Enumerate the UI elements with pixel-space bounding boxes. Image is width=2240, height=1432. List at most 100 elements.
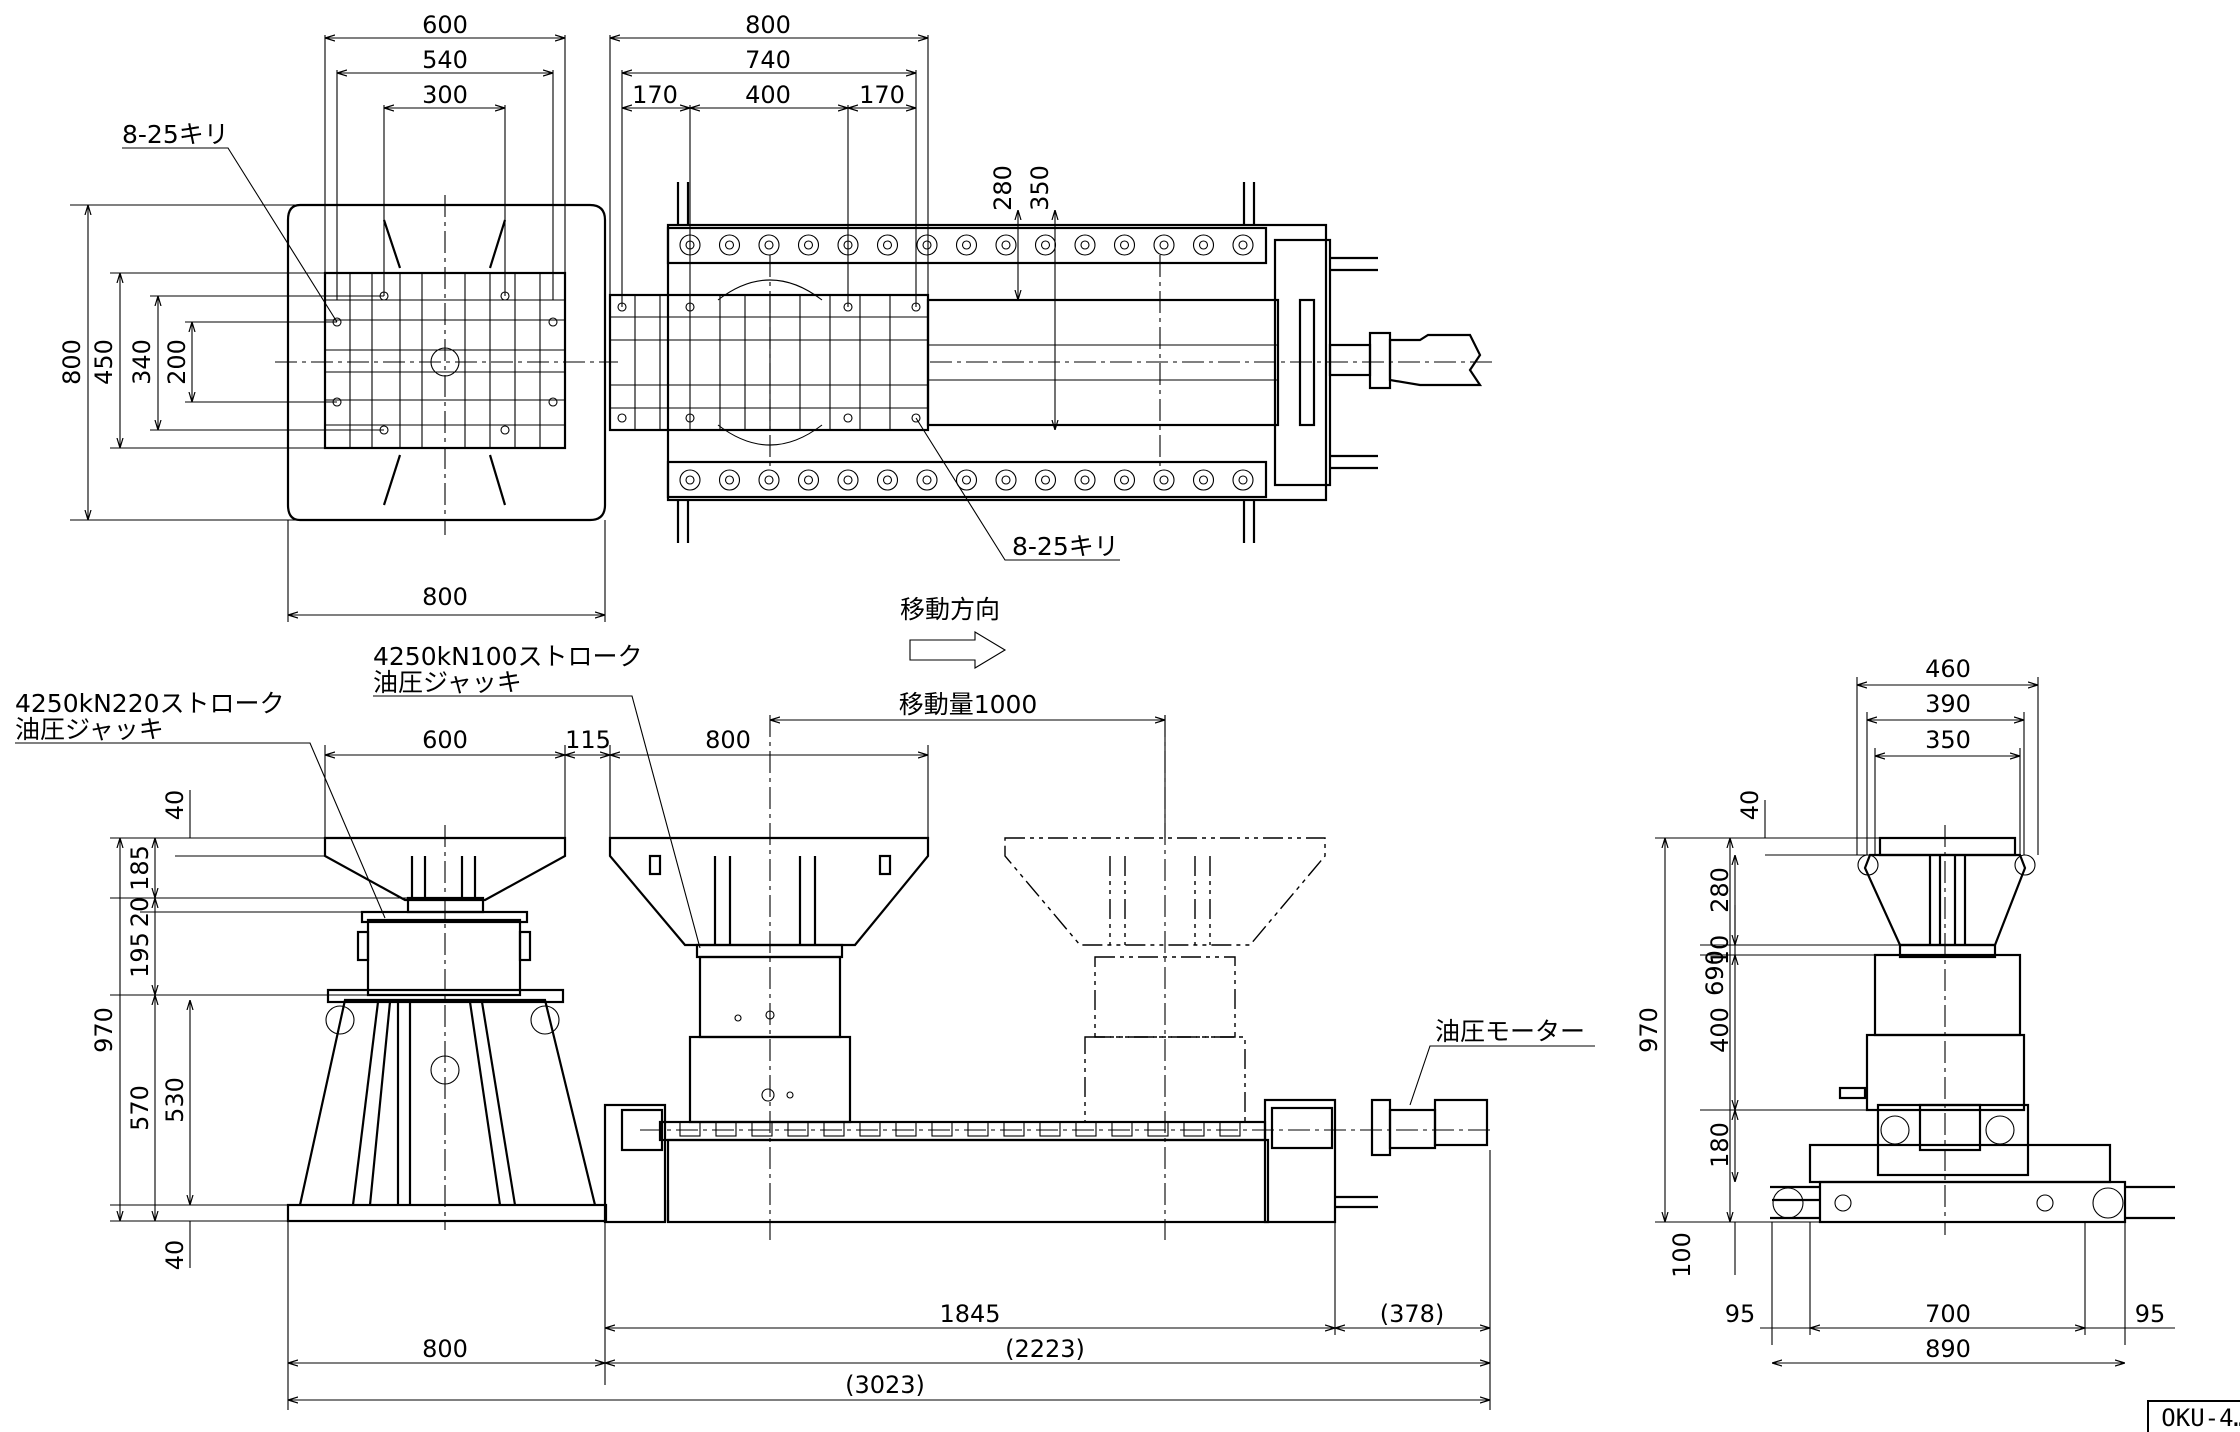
rail-bolt (1074, 469, 1096, 491)
rail-bolt (797, 234, 820, 256)
plan-dimensions: 600 540 300 800 740 170 400 170 280 350 … (58, 11, 1120, 669)
dim-1845: 1845 (939, 1300, 1000, 1328)
carriage-block (715, 1121, 737, 1137)
dim-570: 570 (126, 1085, 154, 1131)
rail-bolt (995, 234, 1017, 256)
dim-40: 40 (161, 1240, 189, 1271)
direction-arrow (909, 631, 1007, 669)
dim-100: 100 (1668, 1232, 1696, 1278)
dim-378: (378) (1380, 1300, 1445, 1328)
dim-400: 400 (745, 81, 791, 109)
front-dimensions: 600 115 800 移動量1000 40 185 20 195 970 57… (15, 642, 1595, 1410)
rail-bolt-core (803, 240, 814, 250)
rail-bolt (1034, 469, 1057, 491)
rail-bolt-core (1040, 240, 1051, 250)
front-elevation (286, 715, 1492, 1240)
rail-bolt-core (764, 475, 774, 485)
carriage-block (1039, 1121, 1061, 1137)
carriage-block (1111, 1121, 1133, 1137)
rail-bolt (876, 469, 899, 491)
dim-300: 300 (422, 81, 468, 109)
carriage-block (1147, 1121, 1169, 1137)
rail-bolt-core (922, 475, 932, 485)
dim-600: 600 (422, 726, 468, 754)
rail-bolt-core (803, 475, 814, 485)
rail-bolt-core (882, 475, 893, 485)
dim-700: 700 (1925, 1300, 1971, 1328)
carriage-blocks (679, 1121, 1241, 1137)
carriage-block (823, 1121, 845, 1137)
rail-bolt (837, 469, 859, 491)
rail-bolt-core (1159, 240, 1169, 250)
dim-195: 195 (126, 932, 154, 978)
dim-800: 800 (705, 726, 751, 754)
rail-bolt (1232, 469, 1254, 491)
label-jack-center: 4250kN100ストローク (373, 642, 643, 671)
rail-bolt-core (724, 475, 735, 485)
side-elevation (1770, 825, 2175, 1235)
dim-800: 800 (745, 11, 791, 39)
dim-800: 800 (58, 339, 86, 385)
dim-690: 690 (1701, 950, 1729, 996)
dim-800: 800 (422, 1335, 468, 1363)
rail-bolt (1192, 234, 1215, 256)
dim-340: 340 (128, 339, 156, 385)
carriage-block (751, 1121, 773, 1137)
dim-350: 350 (1925, 726, 1971, 754)
label-travel: 移動量1000 (899, 690, 1038, 719)
dim-115: 115 (565, 726, 611, 754)
dim-200: 200 (163, 339, 191, 385)
label-hydraulic-motor: 油圧モーター (1435, 1017, 1585, 1046)
dim-400: 400 (1706, 1007, 1734, 1053)
rail-bolts (679, 234, 1254, 491)
rail-bolt-core (1159, 475, 1169, 485)
dim-170: 170 (632, 81, 678, 109)
rail-bolt (1074, 234, 1096, 256)
carriage-block (679, 1121, 701, 1137)
dim-2223: (2223) (1005, 1335, 1085, 1363)
plan-view (275, 182, 1495, 543)
rail-bolt (718, 234, 741, 256)
carriage-block (931, 1121, 953, 1137)
rail-bolt-core (1001, 475, 1011, 485)
carriage-block (1075, 1121, 1097, 1137)
rail-bolt-core (1001, 240, 1011, 250)
carriage-block (1183, 1121, 1205, 1137)
label-jack-left: 4250kN220ストローク (15, 689, 285, 718)
rail-bolt-core (882, 240, 893, 250)
rail-bolt-core (922, 240, 932, 250)
rail-bolt-core (961, 240, 972, 250)
rail-bolt-core (685, 475, 695, 485)
carriage-block (1003, 1121, 1025, 1137)
rail-bolt (955, 469, 978, 491)
dim-280: 280 (1706, 867, 1734, 913)
rail-bolt (758, 469, 780, 491)
rail-bolt (876, 234, 899, 256)
rail-bolt-core (1119, 240, 1130, 250)
side-dimensions: 460 390 350 40 280 10 690 970 400 180 10… (1635, 655, 2175, 1363)
rail-bolt-core (1238, 240, 1248, 250)
rail-bolt-core (1119, 475, 1130, 485)
rail-bolt (995, 469, 1017, 491)
rail-bolt (718, 469, 741, 491)
dim-280: 280 (989, 165, 1017, 211)
rail-bolt (797, 469, 820, 491)
dim-740: 740 (745, 46, 791, 74)
dim-970: 970 (90, 1007, 118, 1053)
rail-bolt (1153, 469, 1175, 491)
carriage-block (787, 1121, 809, 1137)
dim-10: 10 (1706, 935, 1734, 966)
dim-600: 600 (422, 11, 468, 39)
rail-bolt (1192, 469, 1215, 491)
dim-350: 350 (1026, 165, 1054, 211)
rail-bolt (758, 234, 780, 256)
rail-bolt-core (1198, 475, 1209, 485)
label-jack-left: 油圧ジャッキ (15, 715, 164, 744)
rail-bolt-core (1198, 240, 1209, 250)
dim-20: 20 (126, 897, 154, 928)
carriage-block (967, 1121, 989, 1137)
label-8-25-holes: 8-25キリ (1012, 532, 1119, 561)
dim-170: 170 (859, 81, 905, 109)
rail-bolt (1113, 234, 1136, 256)
